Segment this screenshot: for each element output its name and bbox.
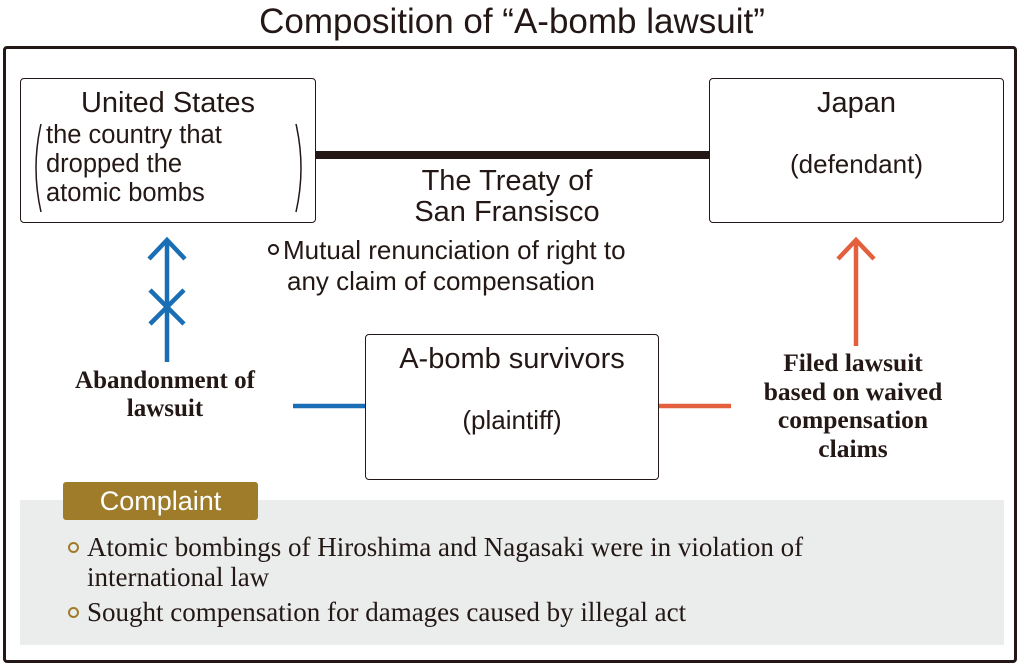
abandonment-line: lawsuit <box>126 395 204 422</box>
filed-line: based on waived <box>763 376 943 406</box>
filed-lawsuit-label: Filed lawsuit based on waived compensati… <box>735 348 971 463</box>
japan-label: Japan <box>816 87 896 119</box>
filed-line: compensation <box>777 405 929 434</box>
treaty-label: The Treaty of San Fransisco <box>326 166 688 228</box>
diagram-frame <box>3 46 1017 663</box>
survivors-role: (plaintiff) <box>462 405 562 435</box>
bullet-icon <box>268 243 279 255</box>
bullet-icon <box>68 542 79 553</box>
treaty-note: Mutual renunciation of right to any clai… <box>268 235 626 297</box>
japan-box: Japan (defendant) <box>709 78 1004 223</box>
united-states-desc-line: atomic bombs <box>46 179 205 207</box>
diagram-title: Composition of “A-bomb lawsuit” <box>259 2 765 41</box>
united-states-desc-line: dropped the <box>46 150 183 178</box>
survivors-box: A-bomb survivors (plaintiff) <box>365 334 659 480</box>
complaint-item: Atomic bombings of Hiroshima and Nagasak… <box>68 532 803 592</box>
treaty-note-line: Mutual renunciation of right to <box>283 235 626 265</box>
united-states-desc-line: the country that <box>46 121 222 149</box>
treaty-connector-line <box>316 151 709 159</box>
filed-line: Filed lawsuit <box>783 348 923 377</box>
complaint-item-line: Atomic bombings of Hiroshima and Nagasak… <box>87 532 804 562</box>
abandonment-line: Abandonment of <box>75 367 255 394</box>
treaty-label-line: San Fransisco <box>414 196 600 228</box>
complaint-item-line: international law <box>87 562 270 592</box>
complaint-item: Sought compensation for damages caused b… <box>68 597 686 627</box>
treaty-label-line: The Treaty of <box>421 165 593 197</box>
treaty-note-line: any claim of compensation <box>287 266 595 296</box>
united-states-label: United States <box>80 87 256 119</box>
survivors-label: A-bomb survivors <box>399 343 625 375</box>
japan-role: (defendant) <box>790 149 923 179</box>
filed-line: claims <box>818 433 888 463</box>
united-states-description: the country that dropped the atomic bomb… <box>46 121 222 208</box>
abandonment-label: Abandonment of lawsuit <box>52 367 278 423</box>
united-states-box: United States the country that dropped t… <box>20 78 316 223</box>
complaint-item-line: Sought compensation for damages caused b… <box>87 597 687 627</box>
complaint-panel <box>20 500 1004 645</box>
bullet-icon <box>68 607 79 618</box>
complaint-badge: Complaint <box>63 482 258 520</box>
